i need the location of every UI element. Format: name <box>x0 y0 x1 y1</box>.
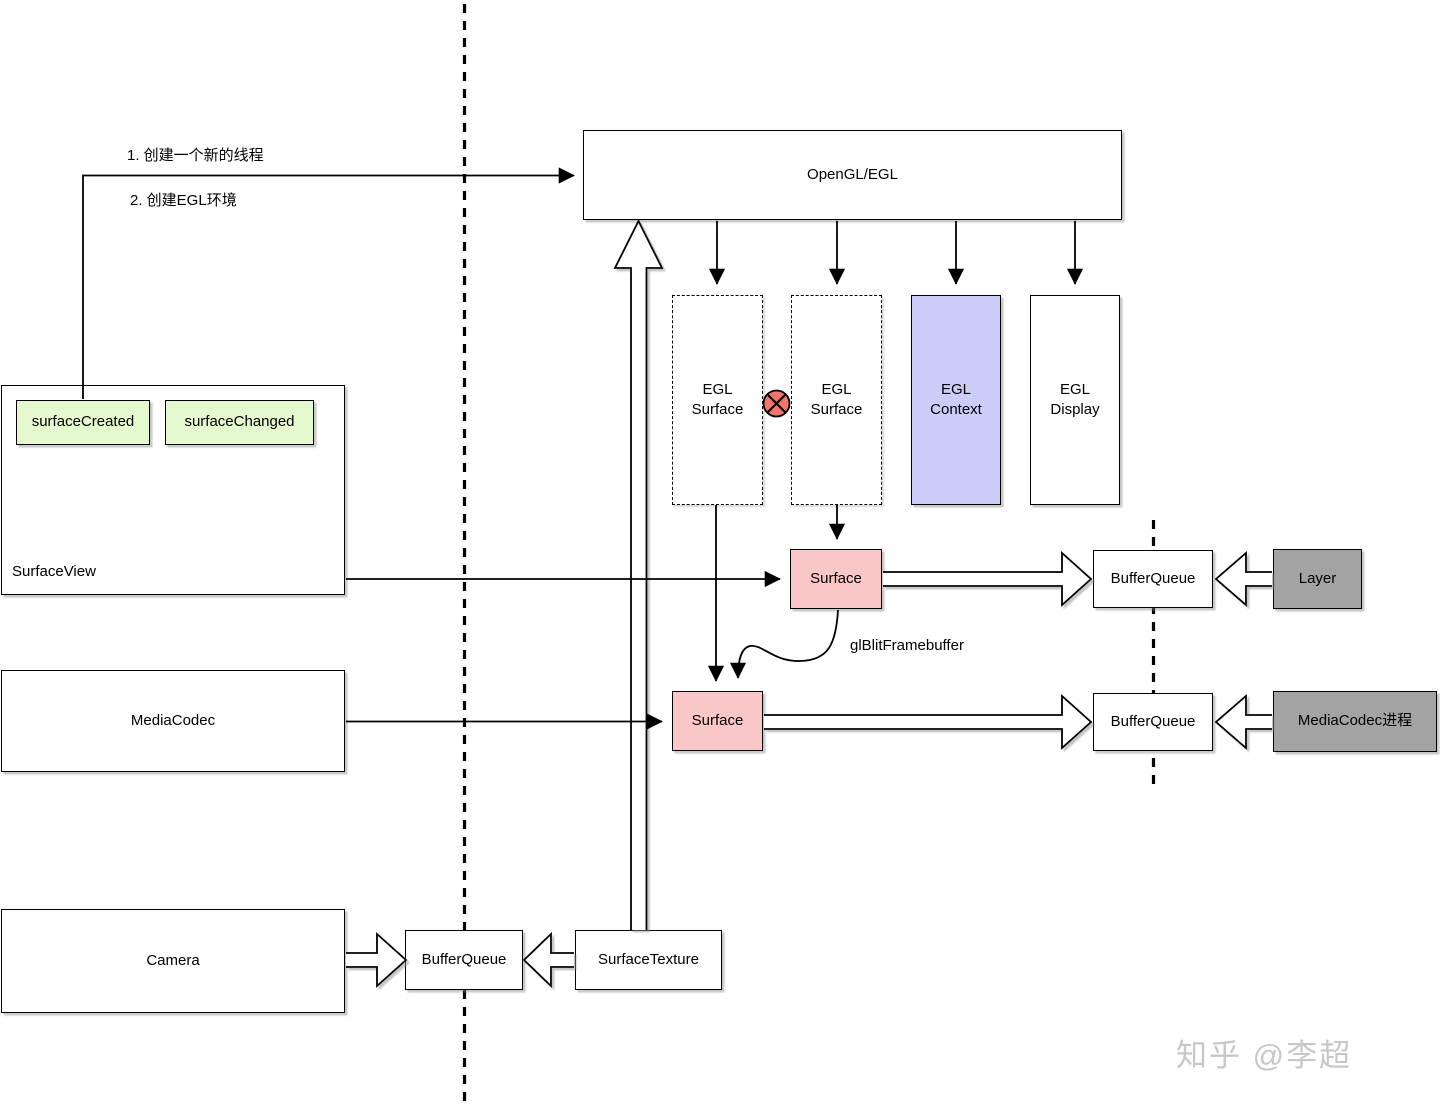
egl-surface-left-label-line2: Surface <box>691 401 744 418</box>
surfacetexture-label: SurfaceTexture <box>598 950 699 968</box>
annotation-glblitframebuffer: glBlitFramebuffer <box>850 637 964 654</box>
egl-display-label-line2: Display <box>1050 401 1100 418</box>
watermark-text: 知乎 @李超 <box>1176 1038 1353 1073</box>
mediacodec-process-box: MediaCodec进程 <box>1273 691 1437 752</box>
egl-display-label-line1: EGL <box>1059 380 1090 398</box>
annotation-create-egl-env: 2. 创建EGL环境 <box>130 192 237 209</box>
mediacodec-label: MediaCodec <box>130 711 216 729</box>
egl-context-label-line1: EGL <box>940 380 971 398</box>
bufferqueue-mid-box: BufferQueue <box>1093 693 1213 751</box>
opengl-egl-box: OpenGL/EGL <box>583 130 1122 220</box>
layer-box: Layer <box>1273 549 1362 609</box>
egl-surface-right-label-line2: Surface <box>810 401 863 418</box>
bufferqueue-bottom-box: BufferQueue <box>405 930 523 990</box>
bufferqueue-bottom-label: BufferQueue <box>421 950 507 968</box>
egl-surface-left-box: EGL Surface <box>672 295 763 505</box>
annotation-create-thread: 1. 创建一个新的线程 <box>127 147 264 164</box>
surface-created-label: surfaceCreated <box>31 413 135 431</box>
surface-bottom-label: Surface <box>691 711 744 729</box>
egl-surface-right-box: EGL Surface <box>791 295 882 505</box>
surface-top-box: Surface <box>790 549 882 609</box>
surface-changed-label: surfaceChanged <box>184 413 295 431</box>
layer-label: Layer <box>1298 569 1337 587</box>
surface-changed-box: surfaceChanged <box>165 400 314 445</box>
egl-context-label-line2: Context <box>930 401 982 418</box>
egl-surface-right-label-line1: EGL <box>821 380 852 398</box>
bufferqueue-top-label: BufferQueue <box>1110 569 1196 587</box>
egl-surface-left-label-line1: EGL <box>702 380 733 398</box>
egl-context-box: EGL Context <box>911 295 1001 505</box>
mediacodec-box: MediaCodec <box>1 670 345 772</box>
bufferqueue-top-box: BufferQueue <box>1093 550 1213 608</box>
egl-display-box: EGL Display <box>1030 295 1120 505</box>
surface-bottom-box: Surface <box>672 691 763 751</box>
bufferqueue-mid-label: BufferQueue <box>1110 712 1196 730</box>
surface-top-label: Surface <box>810 569 862 587</box>
mediacodec-process-label: MediaCodec进程 <box>1297 712 1413 730</box>
camera-label: Camera <box>146 951 200 969</box>
surfacetexture-box: SurfaceTexture <box>575 930 722 990</box>
camera-box: Camera <box>1 909 345 1013</box>
opengl-egl-label: OpenGL/EGL <box>807 165 898 183</box>
surface-created-box: surfaceCreated <box>16 400 150 445</box>
surfaceview-label: SurfaceView <box>12 562 96 580</box>
